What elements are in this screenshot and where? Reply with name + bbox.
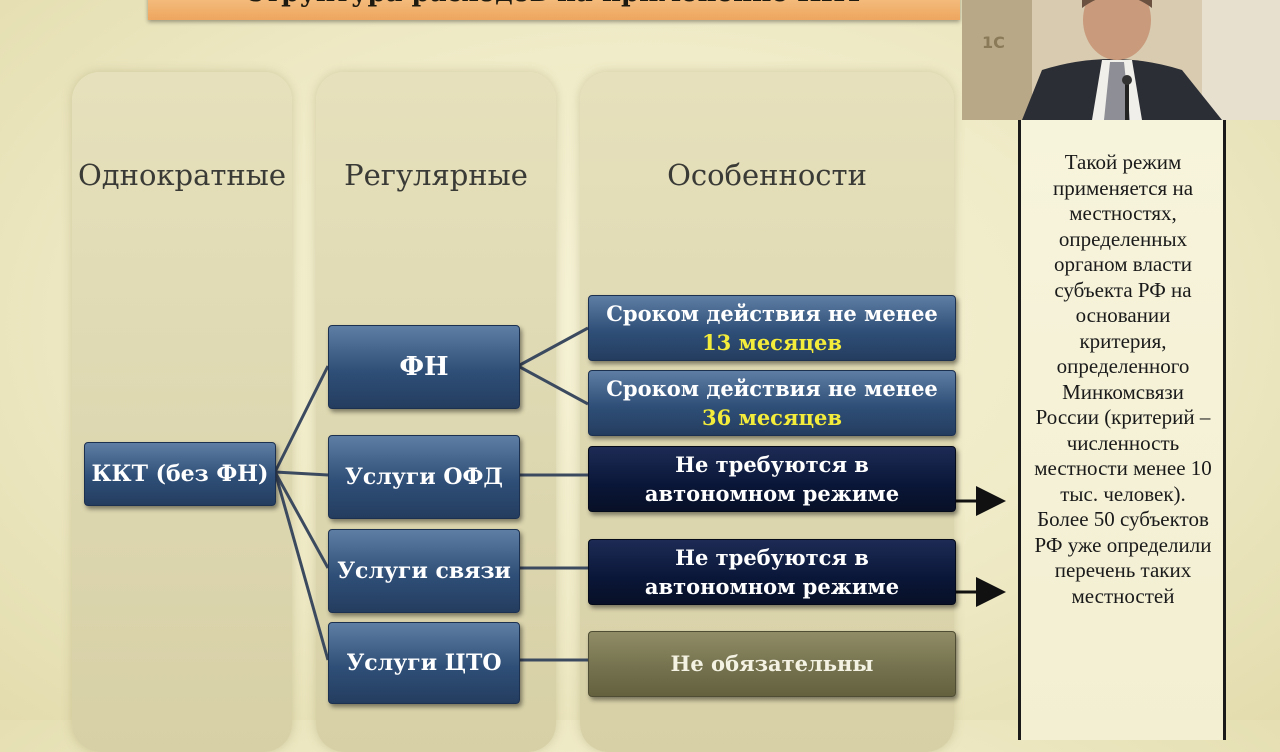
connector-kkt-cto xyxy=(273,471,330,661)
connector-fn-13 xyxy=(517,326,589,368)
column-one-time xyxy=(72,72,292,752)
feature-communication: Не требуются в автономном режиме xyxy=(588,539,956,605)
node-cto: Услуги ЦТО xyxy=(328,622,520,704)
note-text: Такой режим применяется на местностях, о… xyxy=(1034,150,1212,608)
connector-kkt-communication xyxy=(273,471,330,569)
connector-lines xyxy=(273,326,1006,662)
node-kkt: ККТ (без ФН) xyxy=(84,442,276,506)
feature-fn-36-months-value: 36 месяцев xyxy=(702,405,842,430)
node-ofd: Услуги ОФД xyxy=(328,435,520,519)
node-fn: ФН xyxy=(328,325,520,409)
connector-kkt-fn xyxy=(273,365,330,473)
column-header-regular: Регулярные xyxy=(344,158,528,192)
connector-fn-36 xyxy=(517,364,589,406)
feature-ofd: Не требуются в автономном режиме xyxy=(588,446,956,512)
feature-fn-13-months: Сроком действия не менее 13 месяцев xyxy=(588,295,956,361)
connector-kkt-ofd xyxy=(274,470,329,477)
node-communication: Услуги связи xyxy=(328,529,520,613)
column-header-one-time: Однократные xyxy=(77,158,286,192)
feature-fn-13-months-value: 13 месяцев xyxy=(702,330,842,355)
svg-text:1С: 1С xyxy=(982,33,1005,52)
feature-cto: Не обязательны xyxy=(588,631,956,697)
column-header-features: Особенности xyxy=(667,158,867,192)
slide-title: Структура расходов на применение ККТ xyxy=(148,0,960,20)
feature-fn-36-months: Сроком действия не менее 36 месяцев xyxy=(588,370,956,436)
note-panel: Такой режим применяется на местностях, о… xyxy=(1018,120,1226,740)
speaker-video-image: 1С xyxy=(962,0,1280,120)
speaker-video-overlay: 1С xyxy=(962,0,1280,120)
